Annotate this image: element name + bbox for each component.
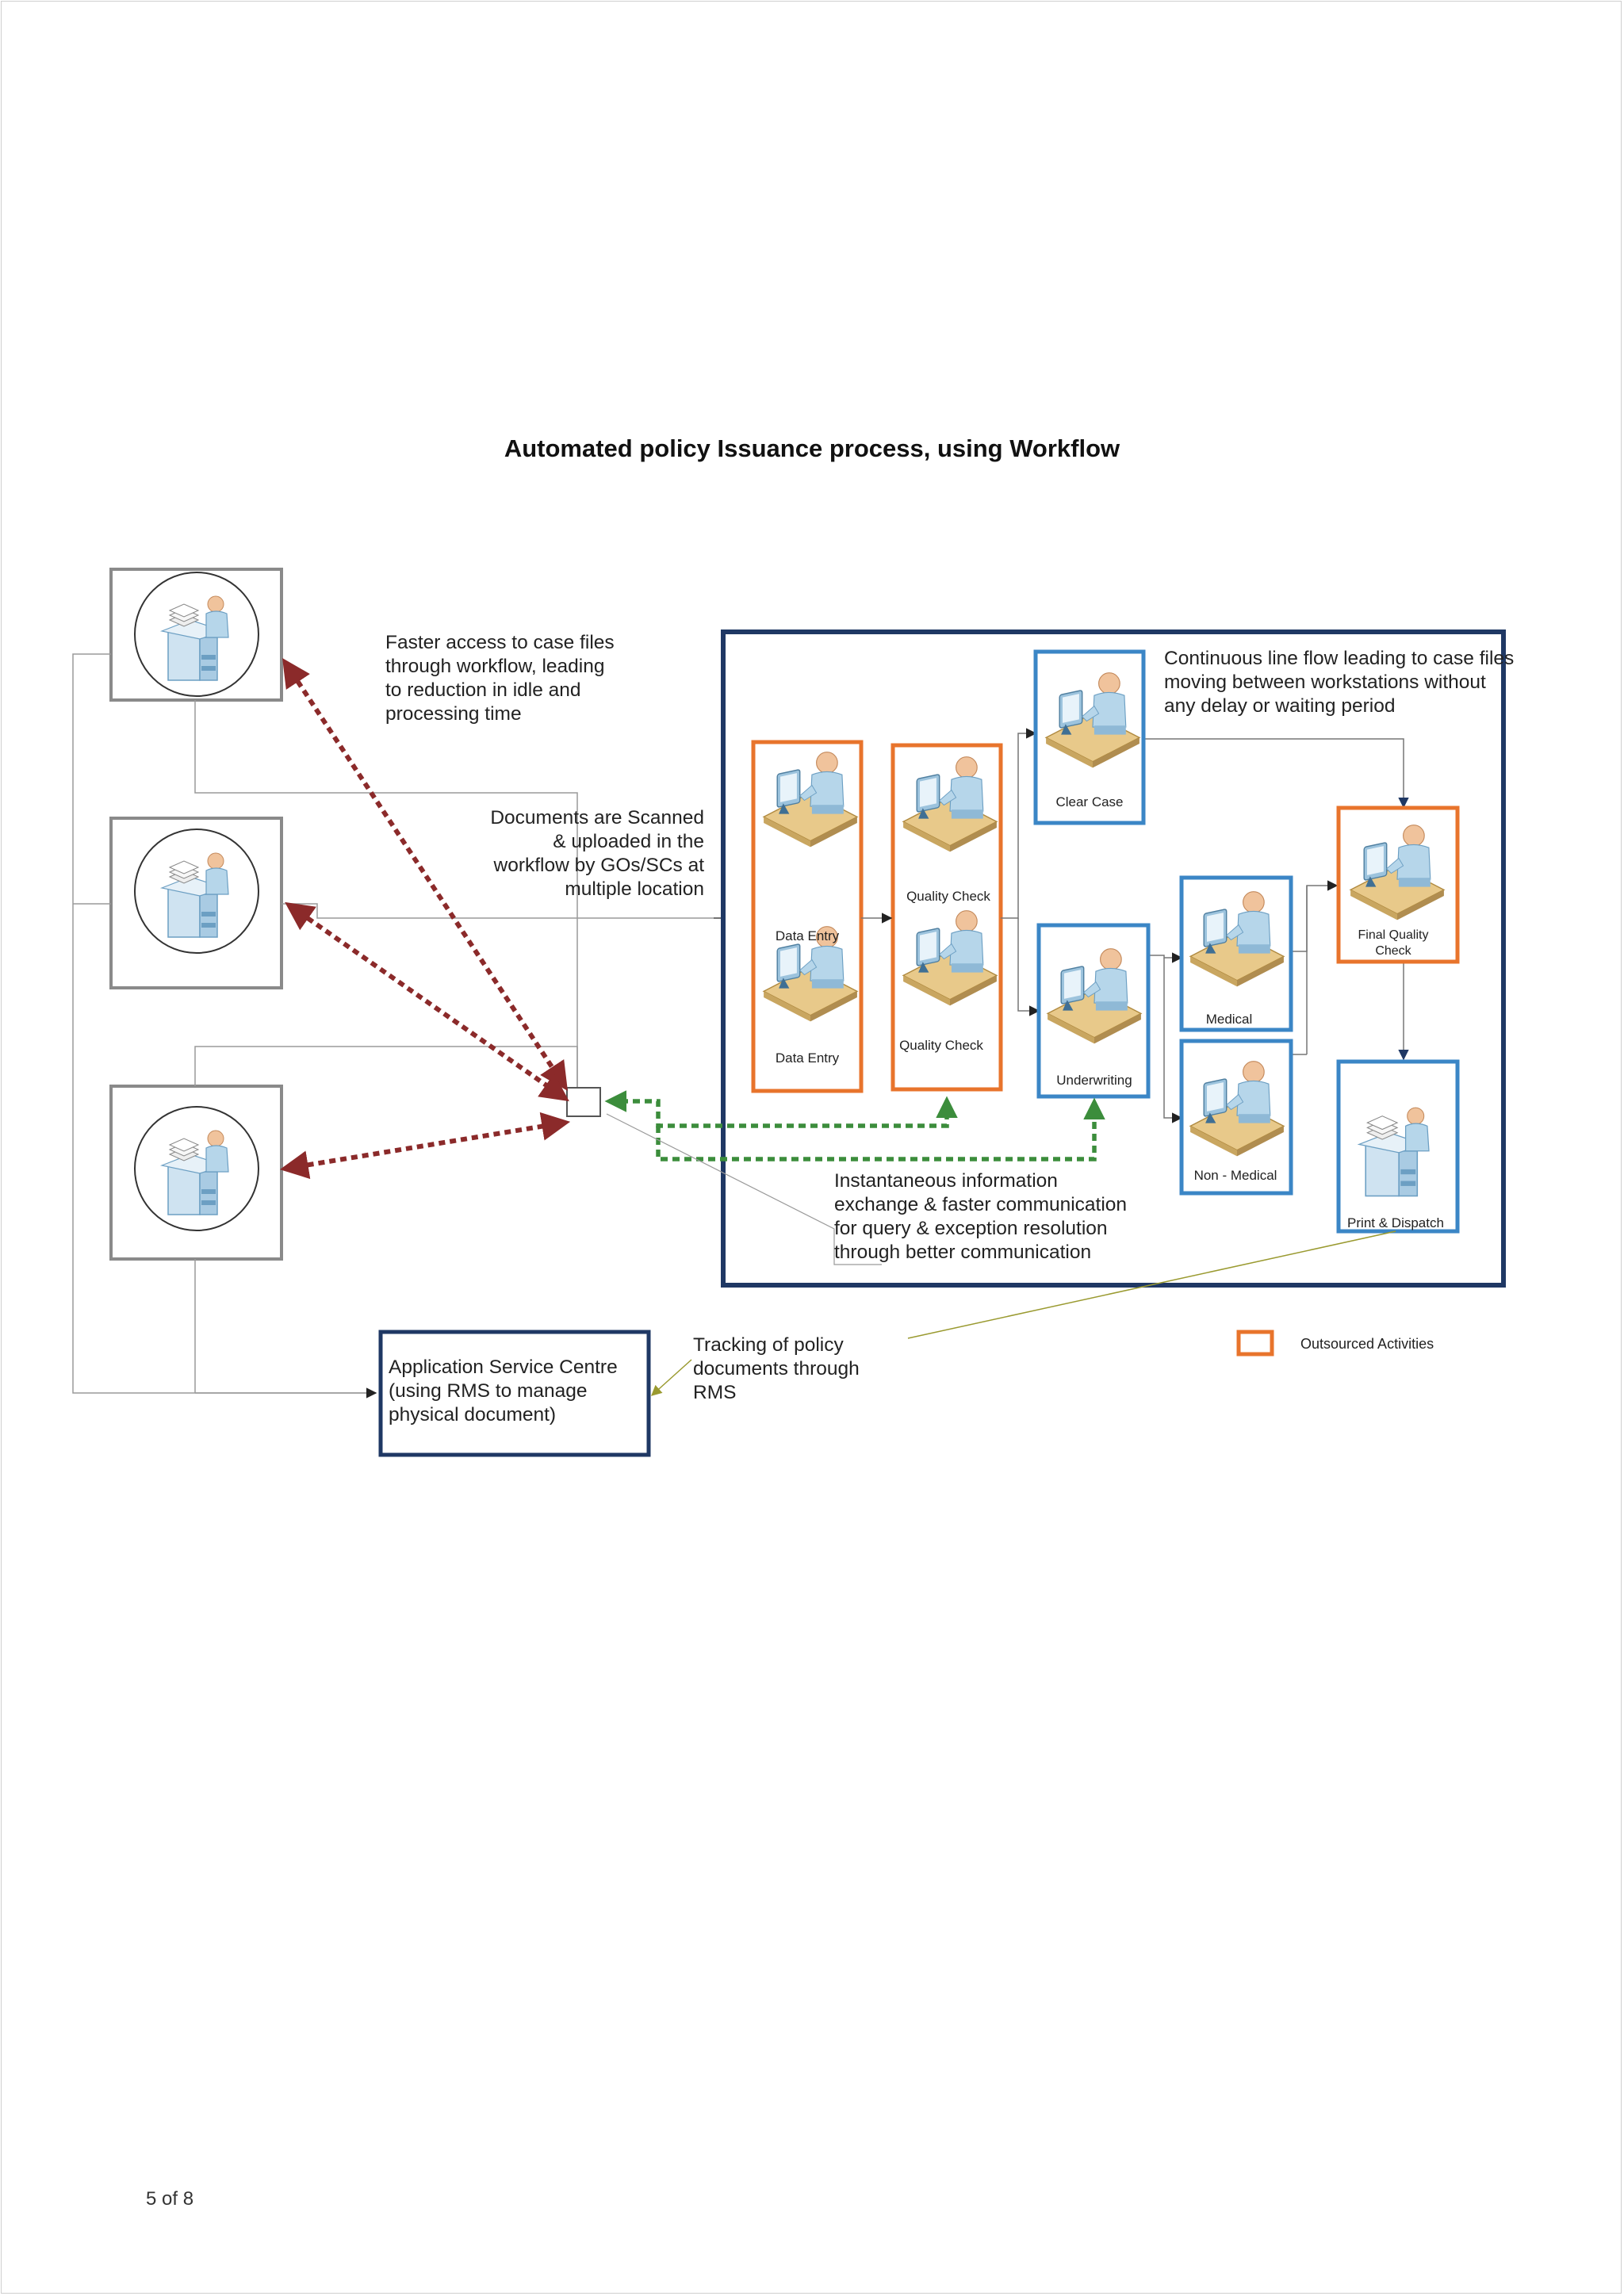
application-service-centre-box <box>378 1330 651 1457</box>
label-final-quality-check-line-1: Final Quality <box>1358 928 1429 942</box>
branch-office-2 <box>109 817 283 989</box>
legend-label: Outsourced Activities <box>1300 1336 1434 1352</box>
annotation-instantaneous: Instantaneous information exchange & fas… <box>834 1169 1127 1265</box>
workflow-hub <box>566 1087 601 1117</box>
asc-line: physical document) <box>389 1404 557 1425</box>
label-final-quality-check-line-2: Check <box>1375 944 1411 958</box>
label-non-medical: Non - Medical <box>1194 1168 1277 1183</box>
asc-box-text: Application Service Centre (using RMS to… <box>389 1356 618 1427</box>
annotation-line: moving between workstations without <box>1164 672 1486 693</box>
label-data-entry-1: Data Entry <box>776 928 840 943</box>
annotation-line: for query & exception resolution <box>834 1218 1108 1239</box>
annotation-line: documents through <box>693 1358 860 1380</box>
annotation-line: Tracking of policy <box>693 1334 844 1356</box>
tracking-arrow <box>650 1359 692 1396</box>
annotation-continuous-flow: Continuous line flow leading to case fil… <box>1164 647 1514 718</box>
annotation-line: Documents are Scanned <box>490 807 704 828</box>
annotation-line: to reduction in idle and <box>385 679 581 701</box>
annotation-line: multiple location <box>565 878 704 900</box>
green-dashed-arrows <box>604 1090 1105 1161</box>
page-title: Automated policy Issuance process, using… <box>504 434 1120 462</box>
annotation-documents-scanned: Documents are Scanned & uploaded in the … <box>452 806 704 901</box>
annotation-faster-access: Faster access to case files through work… <box>385 631 615 726</box>
left-connectors <box>72 653 747 1394</box>
annotation-line: exchange & faster communication <box>834 1194 1128 1215</box>
label-underwriting: Underwriting <box>1056 1073 1132 1088</box>
annotation-line: Continuous line flow leading to case fil… <box>1164 648 1515 669</box>
tracking-line <box>907 1230 1396 1339</box>
label-clear-case: Clear Case <box>1055 794 1123 809</box>
label-quality-check-2: Quality Check <box>899 1038 983 1053</box>
annotation-line: Faster access to case files <box>385 632 615 653</box>
page-number: 5 of 8 <box>146 2188 194 2210</box>
annotation-line: through workflow, leading <box>385 656 605 677</box>
annotation-line: Instantaneous information <box>834 1170 1058 1192</box>
flow-connectors <box>861 728 1409 1123</box>
annotation-line: workflow by GOs/SCs at <box>493 855 704 876</box>
annotation-line: & uploaded in the <box>553 831 704 852</box>
annotation-line: any delay or waiting period <box>1164 695 1396 717</box>
annotation-line: through better communication <box>834 1242 1092 1263</box>
annotation-line: RMS <box>693 1382 737 1403</box>
asc-line: Application Service Centre <box>389 1357 618 1378</box>
asc-line: (using RMS to manage <box>389 1380 588 1402</box>
label-quality-check-1: Quality Check <box>906 889 990 904</box>
label-medical: Medical <box>1206 1012 1253 1027</box>
red-dotted-arrows <box>279 657 571 1180</box>
label-print-dispatch: Print & Dispatch <box>1347 1215 1444 1230</box>
branch-office-3 <box>109 1085 283 1261</box>
branch-office-1 <box>109 568 283 702</box>
legend-swatch-outsourced <box>1236 1330 1274 1357</box>
annotation-tracking: Tracking of policy documents through RMS <box>693 1334 860 1405</box>
label-data-entry-2: Data Entry <box>776 1050 840 1066</box>
annotation-line: processing time <box>385 703 522 725</box>
annotation-leader-line <box>606 1113 882 1265</box>
